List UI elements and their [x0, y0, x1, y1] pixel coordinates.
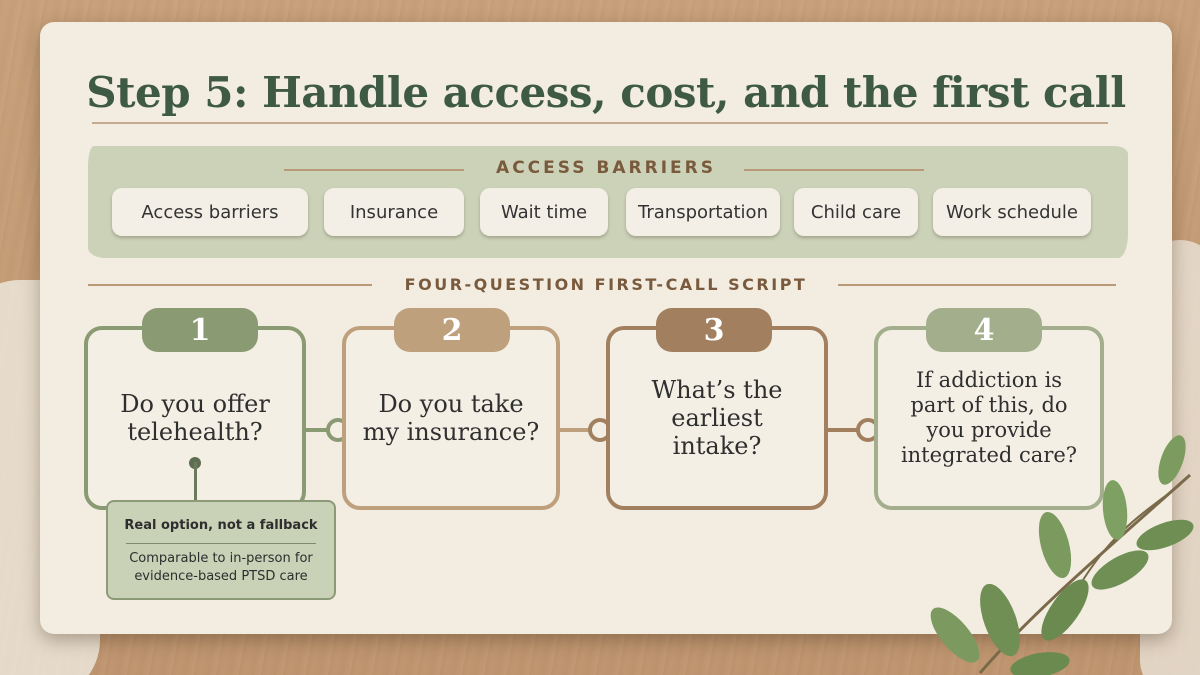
step-3-badge: 3 [656, 308, 772, 352]
step-1-question: Do you offer telehealth? [120, 389, 270, 446]
chip-work-schedule: Work schedule [933, 188, 1091, 236]
chip-insurance: Insurance [324, 188, 464, 236]
script-heading: FOUR-QUESTION FIRST-CALL SCRIPT [404, 275, 808, 294]
note-divider [126, 543, 316, 544]
note-title: Real option, not a fallback [124, 518, 318, 533]
chip-wait-time: Wait time [480, 188, 608, 236]
step-3-question: What’s the earliest intake? [651, 375, 783, 461]
chip-access-barriers: Access barriers [112, 188, 308, 236]
script-rule-right [838, 284, 1116, 286]
callout-stem [194, 462, 197, 500]
chip-child-care: Child care [794, 188, 918, 236]
connector-3-4 [826, 428, 874, 432]
step-4-question: If addiction is part of this, do you pro… [900, 368, 1078, 467]
title-divider [92, 122, 1108, 124]
step-3-box: What’s the earliest intake? [606, 326, 828, 510]
connector-2-3 [554, 428, 602, 432]
step-1-badge: 1 [142, 308, 258, 352]
page-title: Step 5: Handle access, cost, and the fir… [86, 68, 1126, 117]
script-rule-left [88, 284, 372, 286]
leaf-sprig-icon [930, 435, 1194, 675]
step-4-box: If addiction is part of this, do you pro… [874, 326, 1104, 510]
telehealth-note: Real option, not a fallback Comparable t… [106, 500, 336, 600]
access-rule-right [744, 169, 924, 171]
note-body: Comparable to in-person for evidence-bas… [129, 551, 313, 585]
step-2-box: Do you take my insurance? [342, 326, 560, 510]
step-2-badge: 2 [394, 308, 510, 352]
connector-1-2 [302, 428, 346, 432]
access-heading: ACCESS BARRIERS [496, 158, 716, 178]
step-2-question: Do you take my insurance? [362, 389, 540, 446]
step-4-badge: 4 [926, 308, 1042, 352]
chip-transportation: Transportation [626, 188, 780, 236]
slide-card: Step 5: Handle access, cost, and the fir… [40, 22, 1172, 634]
access-rule-left [284, 169, 464, 171]
